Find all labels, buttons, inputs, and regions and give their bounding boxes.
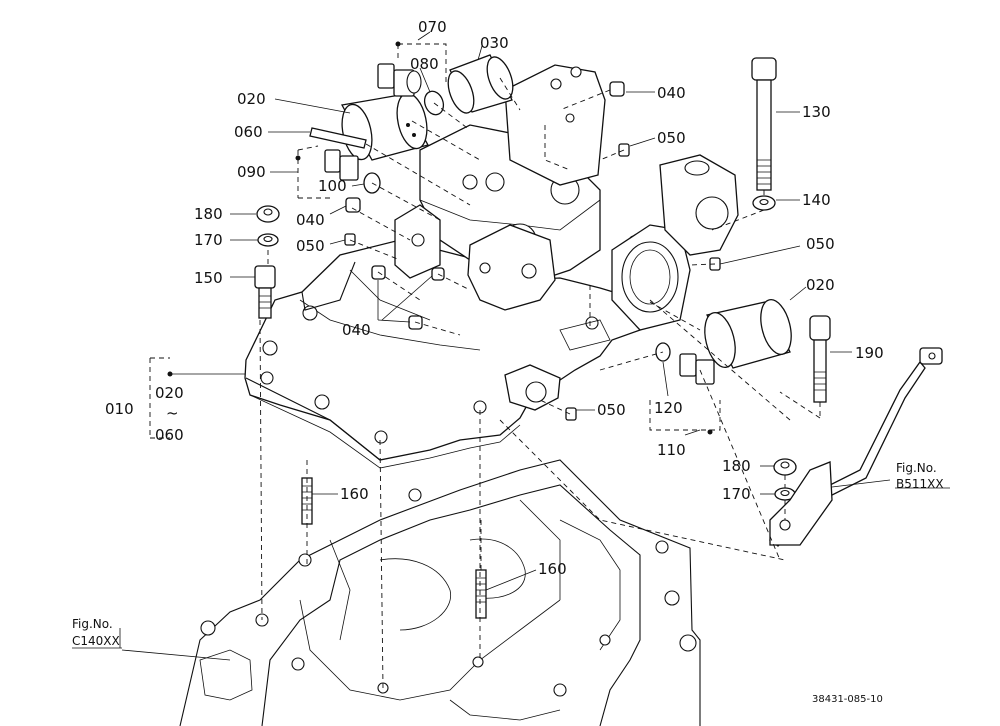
bolt-190 [809,315,831,403]
callout-050-mid: 050 [296,237,325,255]
nut-180-right [773,458,797,476]
callout-100: 100 [318,177,347,195]
callout-020-lower: 020 [806,276,835,294]
callout-060-pin: 060 [234,123,263,141]
left-fig-label: Fig.No. [72,617,113,631]
plug-040-a [609,81,625,97]
plug-050-b [344,233,356,246]
callout-160-right: 160 [538,560,567,578]
left-fig-code: C140XX [72,634,120,648]
callout-050-lower: 050 [597,401,626,419]
callout-150: 150 [194,269,223,287]
bolt-150 [254,265,276,319]
plug-040-b [345,197,361,213]
callout-160-left: 160 [340,485,369,503]
plug-050-d [565,407,577,421]
callout-170-right: 170 [722,485,751,503]
callout-range-tilde: ~ [166,404,179,422]
callout-090: 090 [237,163,266,181]
callout-110: 110 [657,441,686,459]
fitting-070 [377,63,422,97]
right-fig-label: Fig.No. [896,461,937,475]
callout-020-range: 020 [155,384,184,402]
sleeve-020-upper [340,92,429,161]
callout-080: 080 [410,55,439,73]
callout-labels: 070 030 080 020 040 130 060 050 090 100 … [105,18,884,578]
callout-170-left: 170 [194,231,223,249]
callout-030: 030 [480,34,509,52]
transmission-case [179,459,701,726]
callout-050-upper: 050 [657,129,686,147]
washer-140 [752,195,776,211]
pin-060 [309,127,367,149]
callout-180-left: 180 [194,205,223,223]
callout-140: 140 [802,191,831,209]
washer-170-left [257,233,279,247]
callout-120: 120 [654,399,683,417]
sleeve-020-lower [704,298,792,369]
callout-040-lower: 040 [342,321,371,339]
callout-190: 190 [855,344,884,362]
hydraulic-cover [244,64,739,469]
right-fig-code: B511XX [896,477,944,491]
leader-lines [72,31,950,661]
callout-130: 130 [802,103,831,121]
drawing-number: 38431-085-10 [812,694,883,705]
callout-010: 010 [105,400,134,418]
assembly-lines [149,43,821,689]
callout-060-range: 060 [155,426,184,444]
callout-040-mid: 040 [296,211,325,229]
nut-180-left [256,205,280,223]
stud-160-right [475,569,487,619]
callout-020-upper: 020 [237,90,266,108]
fitting-110 [679,353,715,385]
fitting-090 [324,149,359,181]
bolt-130 [751,57,777,191]
linkage-rod [769,347,943,547]
callout-180-right: 180 [722,457,751,475]
callout-070: 070 [418,18,447,36]
callout-040-upper: 040 [657,84,686,102]
figure-references: Fig.No. B511XX Fig.No. C140XX 38431-085-… [72,461,944,705]
callout-050-right: 050 [806,235,835,253]
